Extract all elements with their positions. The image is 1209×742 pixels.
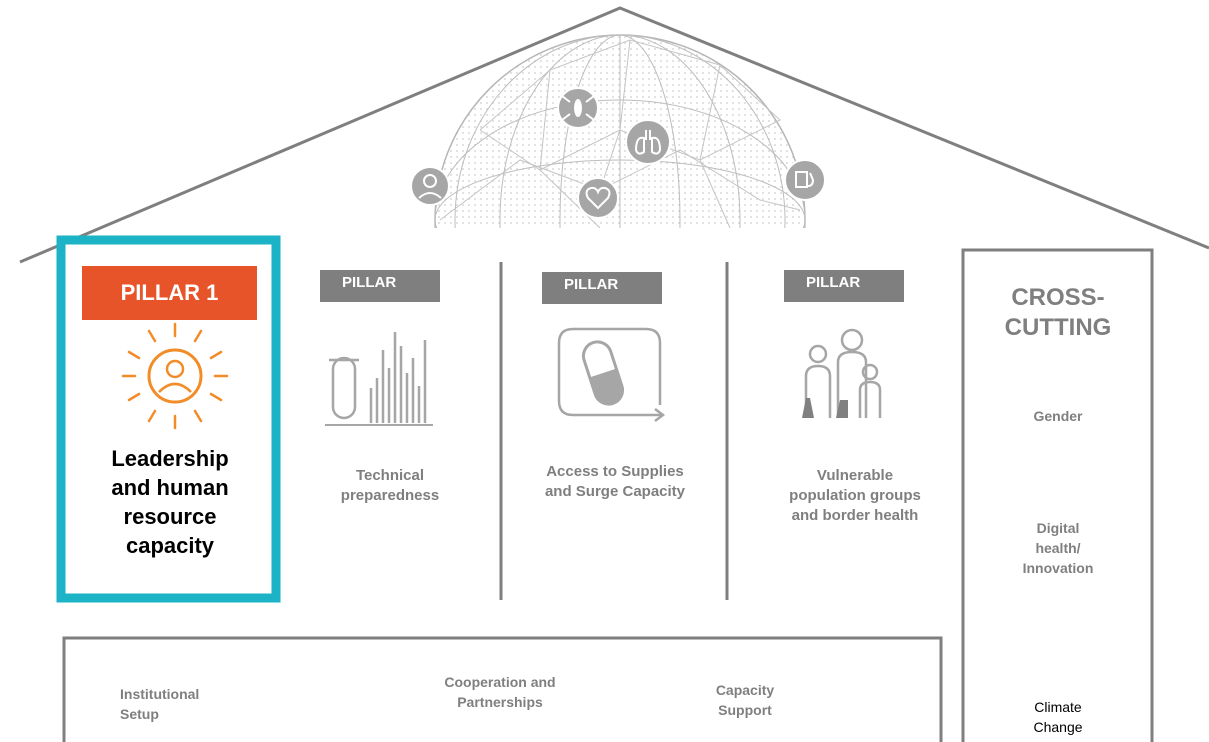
pillar4-label-line: Vulnerable <box>816 467 894 484</box>
pillar1-tag: PILLAR 1 <box>82 266 257 320</box>
pillar1-highlight-frame <box>56 235 281 603</box>
pillar2-label-line: Technical <box>355 467 425 484</box>
pillar4-label-line: population groups <box>789 487 921 504</box>
pillar1-title-line: Leadership <box>111 446 229 471</box>
pillar1-title-line: resource <box>123 504 217 529</box>
roof-line <box>19 6 1209 264</box>
sun-person-icon <box>121 322 229 430</box>
foundation-frame <box>62 636 943 742</box>
cross-cutting-title-line: CUTTING <box>1004 314 1112 341</box>
pill-icon <box>557 327 666 422</box>
cross-cutting-title-line: CROSS- <box>1011 284 1105 311</box>
cross-cutting-digital-line: health/ <box>1035 540 1081 556</box>
cross-cutting-climate-line: Change <box>1033 719 1083 735</box>
health-worker-icon <box>410 166 450 206</box>
test-tube-chart-icon <box>325 332 433 426</box>
pillar3-label-line: and Surge Capacity <box>544 483 686 500</box>
foundation-institutional-line: Setup <box>120 706 159 722</box>
cross-cutting-gender: Gender <box>1033 408 1083 424</box>
cross-cutting-climate-line: Climate <box>1034 699 1082 715</box>
foundation-cooperation-line: Cooperation and <box>444 674 556 690</box>
cross-cutting-digital: Digital health/ Innovation <box>970 518 1146 578</box>
cross-cutting-climate: Climate Change <box>970 697 1146 737</box>
family-icon <box>802 328 882 418</box>
foundation-cooperation-line: Partnerships <box>457 694 543 710</box>
pillar4-label-line: and border health <box>791 507 919 524</box>
foundation-cooperation: Cooperation and Partnerships <box>415 672 585 712</box>
foundation-capacity-line: Support <box>718 702 772 718</box>
cross-cutting-digital-line: Digital <box>1036 520 1080 536</box>
pillar3-label-line: Access to Supplies <box>546 463 684 480</box>
pillar1-title: Leadership and human resource capacity <box>70 444 270 560</box>
heart-icon <box>577 177 619 219</box>
cross-cutting-digital-line: Innovation <box>1022 560 1094 576</box>
pillar1-title-line: and human <box>111 475 229 500</box>
pillar2-label: Technical preparedness <box>310 466 470 506</box>
foundation-capacity-line: Capacity <box>715 682 775 698</box>
foundation-institutional-line: Institutional <box>120 686 200 702</box>
foundation-institutional: Institutional Setup <box>120 684 240 724</box>
pillar4-tag: PILLAR <box>784 270 904 302</box>
stethoscope-icon <box>784 159 826 201</box>
pillar3-label: Access to Supplies and Surge Capacity <box>515 462 715 502</box>
pillar2-tag: PILLAR <box>320 270 440 302</box>
globe-icon <box>410 34 826 228</box>
lungs-icon <box>625 119 671 165</box>
mosquito-icon <box>557 87 599 129</box>
pillar4-label: Vulnerable population groups and border … <box>760 466 950 526</box>
cross-cutting-title: CROSS- CUTTING <box>970 283 1146 343</box>
pillar3-tag: PILLAR <box>542 272 662 304</box>
foundation-capacity: Capacity Support <box>690 680 800 720</box>
pillar1-title-line: capacity <box>125 533 215 558</box>
pillar2-label-line: preparedness <box>340 487 440 504</box>
cross-cutting-frame <box>961 248 1154 742</box>
